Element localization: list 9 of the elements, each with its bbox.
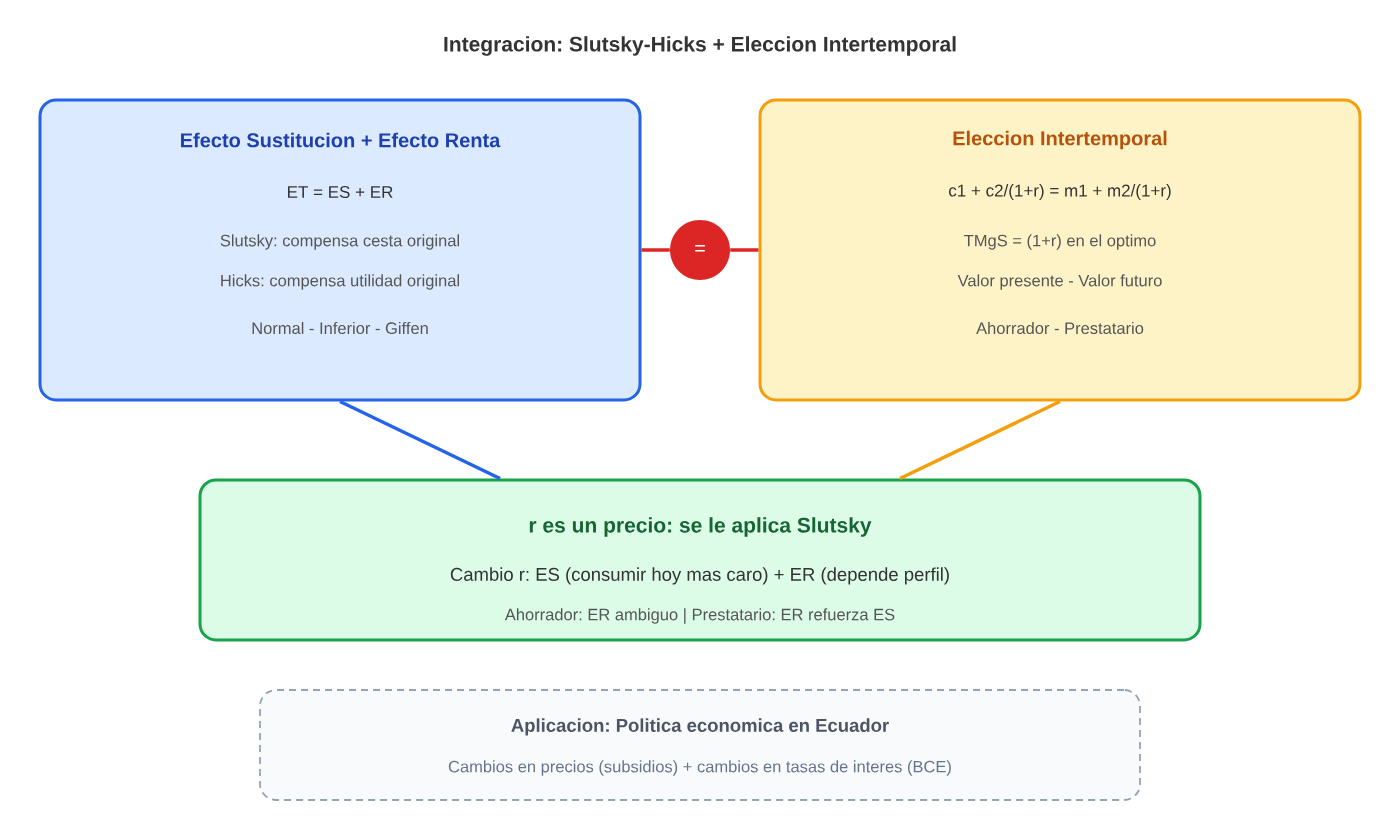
connector-line (730, 248, 759, 252)
info-box: Eleccion Intertemporal c1 + c2/(1+r) = m1 + m2/(1+r) TMgS = (1+r) en el optimo Valor presente - Valor futuro Ahorrador - Prestatario (758, 98, 1362, 402)
connector-line (339, 399, 501, 481)
summary-box: r es un precio: se le aplica Slutsky Cambio r: ES (consumir hoy mas caro) + ER (depende perfil) Ahorrador: ER ambiguo | Prestatario: ER refuerza ES (198, 478, 1202, 642)
connector-line (899, 399, 1061, 481)
title: Integracion: Slutsky-Hicks + Eleccion Intertemporal (444, 36, 956, 56)
connector-line (641, 248, 670, 252)
info-box: Efecto Sustitucion + Efecto Renta ET = ES + ER Slutsky: compensa cesta original Hicks: compensa utilidad original Normal - Inferior - Giffen (38, 98, 642, 402)
note-box: Aplicacion: Politica economica en Ecuador Cambios en precios (subsidios) + cambios en tasas de interes (BCE) (259, 689, 1141, 801)
